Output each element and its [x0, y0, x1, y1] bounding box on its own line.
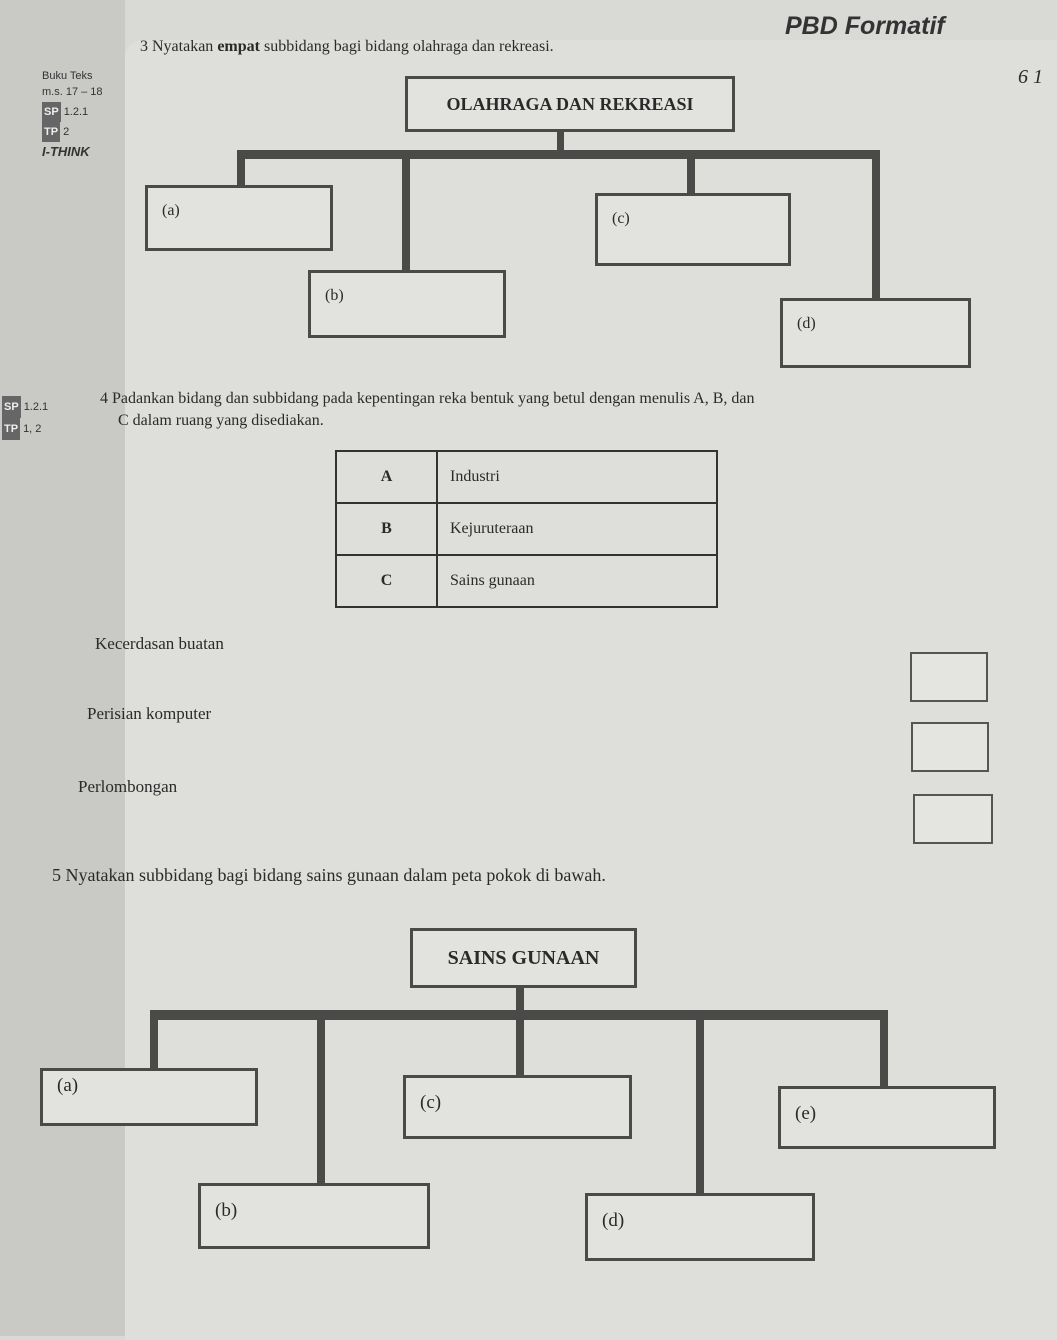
- connector: [317, 1010, 325, 1185]
- sp-tag: SP: [42, 102, 61, 122]
- match-item: Kecerdasan buatan: [95, 634, 224, 653]
- match-answer-box[interactable]: [910, 652, 988, 702]
- answer-box-c[interactable]: (c): [595, 193, 791, 266]
- connector: [872, 150, 880, 300]
- connector: [687, 150, 695, 196]
- connector: [557, 130, 564, 154]
- connector: [237, 150, 245, 188]
- textbook-label: Buku Teks: [42, 70, 93, 82]
- answer-box-d[interactable]: (d): [585, 1193, 815, 1261]
- answer-box-a[interactable]: (a): [40, 1068, 258, 1126]
- answer-box-c[interactable]: (c): [403, 1075, 632, 1139]
- answer-box-a[interactable]: (a): [145, 185, 333, 251]
- match-answer-box[interactable]: [911, 722, 989, 772]
- tp-tag: TP: [42, 122, 61, 142]
- connector: [696, 1010, 704, 1195]
- tp-value: 2: [63, 126, 70, 138]
- connector: [150, 1010, 158, 1070]
- page-mark: 6 1: [1018, 66, 1043, 88]
- sp-value: 1.2.1: [63, 106, 89, 118]
- page-title: PBD Formatif: [785, 12, 945, 40]
- answer-box-e[interactable]: (e): [778, 1086, 996, 1149]
- q4-question: 4 Padankan bidang dan subbidang pada kep…: [100, 390, 755, 429]
- connector-bar: [238, 150, 878, 159]
- ithink-label: I-THINK: [42, 144, 90, 159]
- connector: [516, 985, 524, 1013]
- connector: [402, 150, 410, 272]
- answer-box-b[interactable]: (b): [198, 1183, 430, 1249]
- answer-box-b[interactable]: (b): [308, 270, 506, 338]
- q5-question: 5 Nyatakan subbidang bagi bidang sains g…: [52, 865, 606, 885]
- match-answer-box[interactable]: [913, 794, 993, 844]
- connector: [880, 1010, 888, 1088]
- answer-box-d[interactable]: (d): [780, 298, 971, 368]
- textbook-pages: m.s. 17 – 18: [42, 86, 103, 98]
- match-item: Perisian komputer: [87, 704, 212, 723]
- tree-root-box: OLAHRAGA DAN REKREASI: [405, 76, 735, 132]
- margin-strip: [0, 0, 125, 1336]
- match-item: Perlombongan: [78, 777, 178, 796]
- q3-question: 3 Nyatakan empat subbidang bagi bidang o…: [140, 38, 554, 55]
- tree-root-box: SAINS GUNAAN: [410, 928, 637, 988]
- connector: [516, 1010, 524, 1077]
